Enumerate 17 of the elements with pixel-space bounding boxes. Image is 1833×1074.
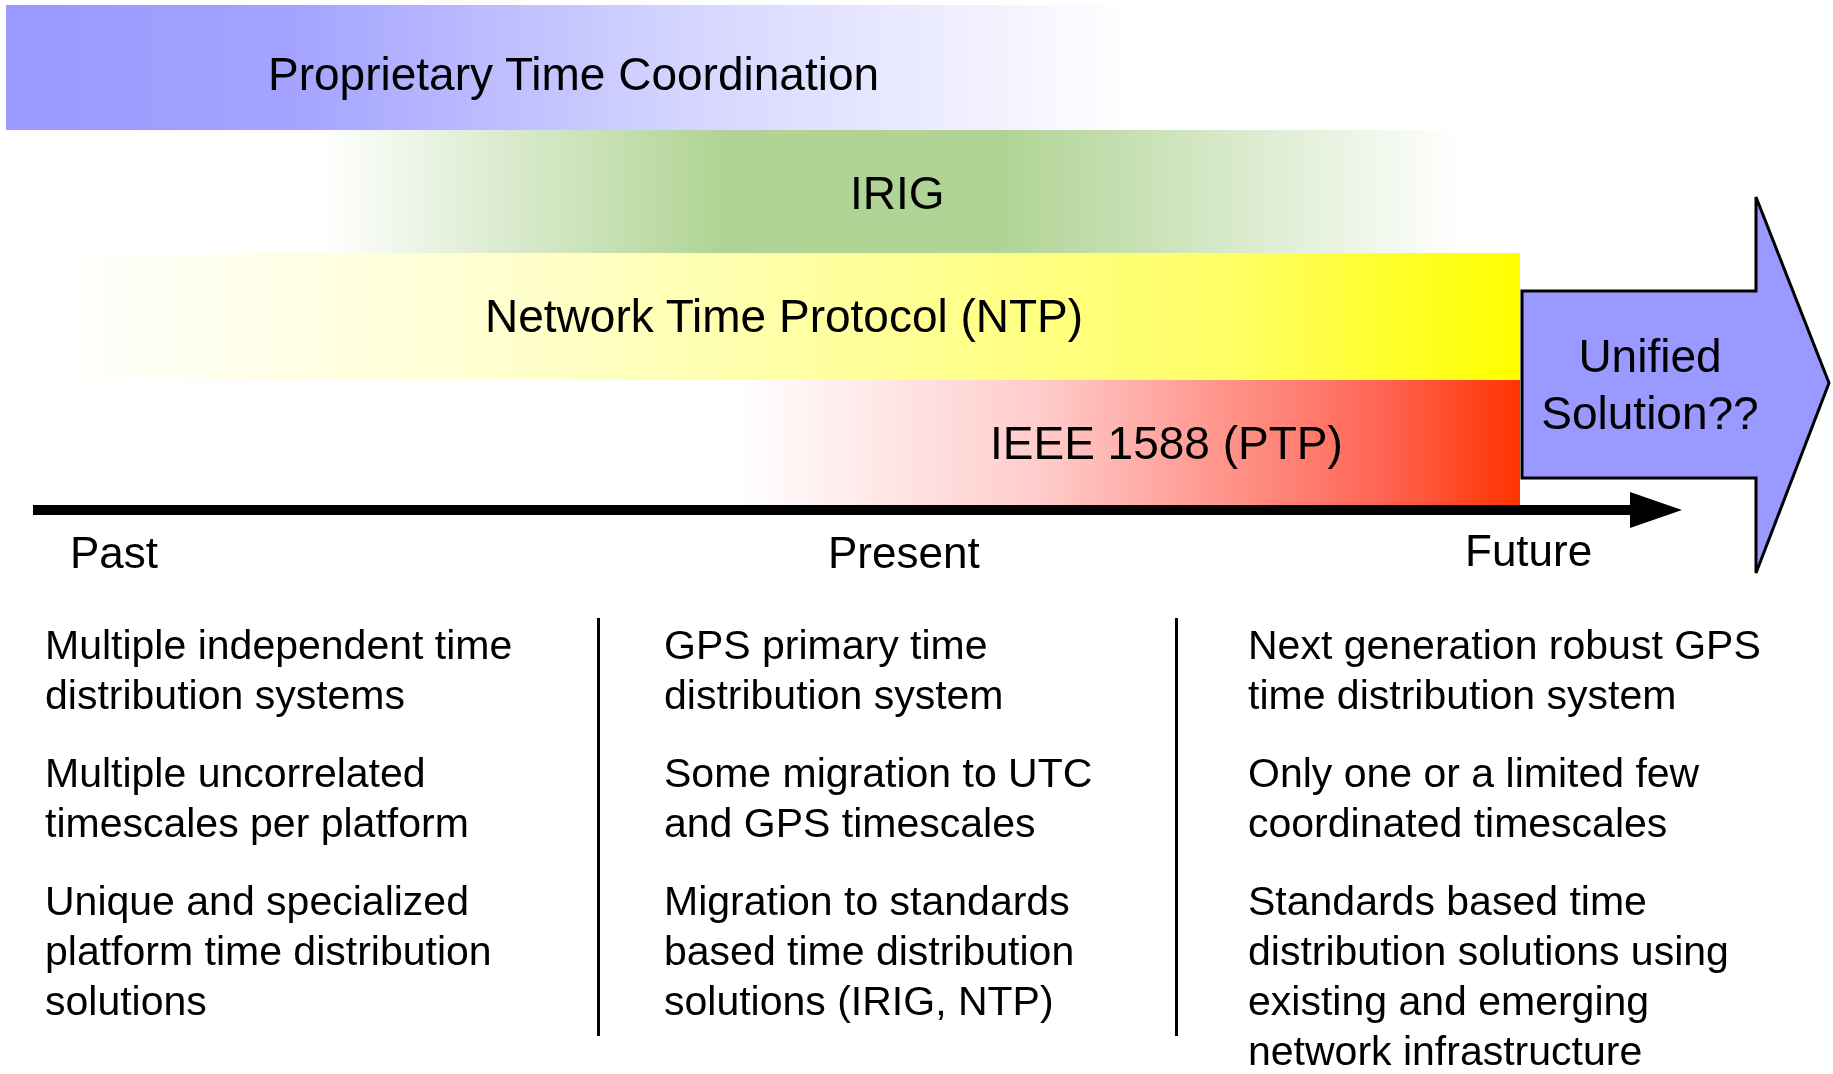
band-label: Proprietary Time Coordination <box>268 47 880 101</box>
era-label: Future <box>1465 526 1593 576</box>
arrow-label: Unified Solution?? <box>1540 329 1760 441</box>
column-note: Multiple uncorrelated timescales per platform <box>45 749 470 848</box>
band-label: IEEE 1588 (PTP) <box>990 416 1343 470</box>
era-label: Past <box>70 528 159 578</box>
column-note: Some migration to UTC and GPS timescales <box>664 749 1094 848</box>
column-note: Multiple independent time distribution systems <box>45 621 514 720</box>
column-note: Only one or a limited few coordinated timescales <box>1248 749 1701 848</box>
era-label: Present <box>828 528 980 578</box>
column-note: GPS primary time distribution system <box>664 621 1005 720</box>
band-label: IRIG <box>850 166 945 220</box>
column-note: Next generation robust GPS time distribution system <box>1248 621 1762 720</box>
band-label: Network Time Protocol (NTP) <box>485 289 1084 343</box>
column-note: Migration to standards based time distribution solutions (IRIG, NTP) <box>664 877 1076 1026</box>
column-note: Unique and specialized platform time distribution solutions <box>45 877 493 1026</box>
column-note: Standards based time distribution solutions using existing and emerging network infrastructure <box>1248 877 1730 1074</box>
